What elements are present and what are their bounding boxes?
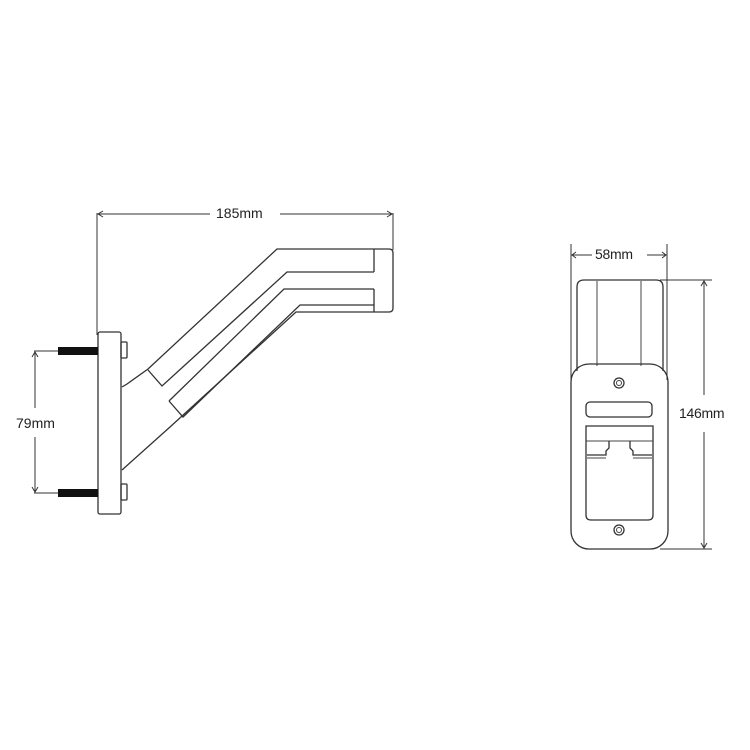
reflector-slot [585,401,653,418]
bolt-bottom [58,489,98,497]
mounting-plate [97,331,122,515]
side-view [31,210,394,515]
lens-window [585,425,654,521]
dimension-58-line [570,244,668,380]
dimension-label-79mm: 79mm [14,415,57,431]
dimension-79-line [31,350,58,494]
screw-top [613,377,625,389]
dimension-label-146mm: 146mm [677,405,727,421]
screw-bottom [613,524,625,536]
nut-bottom [120,483,128,501]
front-view [570,244,712,550]
lamp-arm [121,248,394,471]
nut-top [120,341,128,359]
bolt-top [58,347,98,355]
dimension-185-line [96,210,394,335]
dimension-label-185mm: 185mm [214,205,265,221]
base-plate [570,363,669,550]
dimension-146-line [660,279,712,550]
upper-housing [576,279,664,371]
dimension-label-58mm: 58mm [593,246,635,262]
